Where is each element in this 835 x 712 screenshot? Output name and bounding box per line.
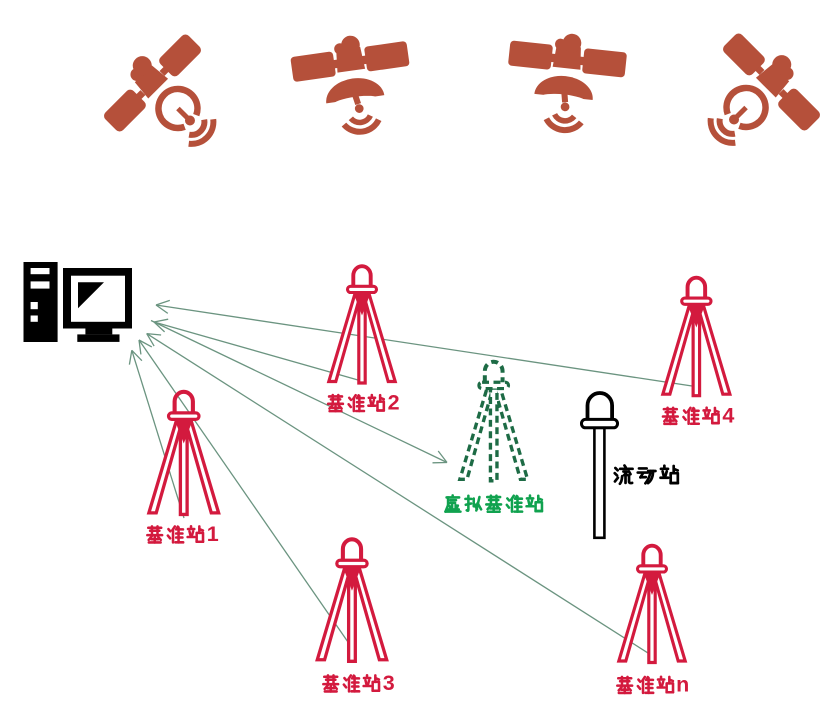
svg-text:n: n — [676, 673, 689, 697]
svg-text:4: 4 — [722, 403, 734, 427]
svg-text:3: 3 — [383, 671, 395, 695]
svg-text:2: 2 — [388, 391, 400, 415]
svg-text:1: 1 — [207, 522, 219, 546]
